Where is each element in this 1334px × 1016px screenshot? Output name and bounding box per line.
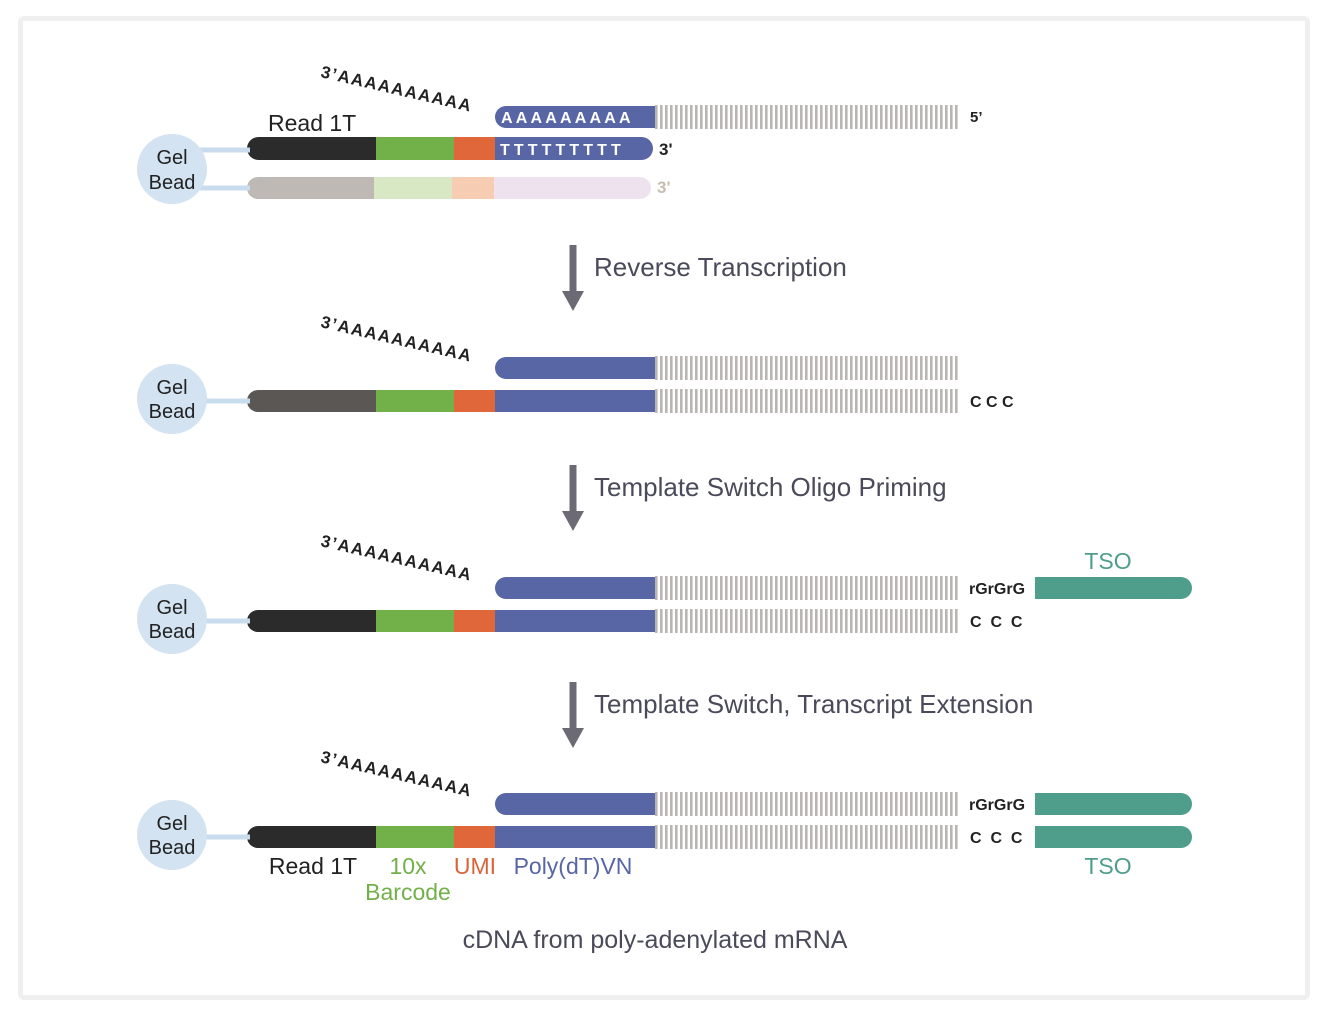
umi-segment	[454, 610, 496, 632]
polya-tail-text: 3’AAAAAAAAAA	[319, 62, 474, 115]
polya-tail-text: 3’AAAAAAAAAA	[319, 312, 474, 365]
gel-bead	[137, 584, 207, 654]
gel-bead	[137, 800, 207, 870]
mrna-body	[655, 576, 960, 600]
legend-tso: TSO	[1084, 853, 1131, 879]
step-2-reverse-transcription: 3’AAAAAAAAAA C C C Gel Bead	[137, 312, 1014, 434]
gel-bead-label-line1: Gel	[156, 597, 187, 619]
step-1-capture: 3’AAAAAAAAAA AAAAAAAAA 5’ Read 1T TTTTTT…	[137, 62, 983, 204]
polydt-segment	[495, 390, 655, 412]
mrna-body	[655, 792, 960, 816]
legend-barcode-line2: Barcode	[365, 879, 451, 905]
figure-caption: cDNA from poly-adenylated mRNA	[463, 926, 848, 954]
barcode-segment	[376, 826, 456, 848]
ccc-label: C C C	[970, 614, 1023, 631]
step-3-tso-priming: 3’AAAAAAAAAA rGrGrG TSO C C C Gel Bead	[137, 531, 1192, 654]
gel-bead-label-line2: Bead	[149, 172, 196, 194]
faded-three-prime-label: 3'	[657, 178, 671, 197]
polydt-segment	[495, 610, 655, 632]
gel-bead	[137, 364, 207, 434]
gel-bead-label-line2: Bead	[149, 837, 196, 859]
barcode-segment	[376, 390, 456, 412]
mrna-polya-segment	[495, 577, 655, 599]
arrow-label-reverse-transcription: Reverse Transcription	[594, 252, 847, 282]
gel-bead-label-line1: Gel	[156, 377, 187, 399]
rgrgrg-label: rGrGrG	[969, 581, 1025, 598]
mrna-body	[655, 105, 960, 129]
t-strip-text: TTTTTTTTT	[500, 142, 625, 159]
faded-polydt-segment	[494, 177, 651, 199]
gel-bead	[137, 134, 207, 204]
barcode-segment	[376, 137, 456, 160]
umi-segment	[454, 137, 496, 160]
read-1t-segment	[247, 610, 387, 632]
faded-barcode-segment	[374, 177, 454, 199]
legend-barcode-line1: 10x	[389, 853, 427, 879]
read-1t-segment	[247, 826, 387, 848]
gel-bead-label-line1: Gel	[156, 813, 187, 835]
arrow-label-tso-priming: Template Switch Oligo Priming	[594, 472, 947, 502]
umi-segment	[454, 390, 496, 412]
arrow-transcript-extension: Template Switch, Transcript Extension	[562, 682, 1033, 748]
polydt-segment	[495, 137, 653, 160]
arrow-label-transcript-extension: Template Switch, Transcript Extension	[594, 689, 1033, 719]
rgrgrg-label: rGrGrG	[969, 797, 1025, 814]
faded-umi-segment	[452, 177, 494, 199]
gel-bead-label-line1: Gel	[156, 147, 187, 169]
legend-polydt: Poly(dT)VN	[514, 853, 633, 879]
ccc-label: C C C	[970, 394, 1014, 411]
cdna-first-strand	[655, 389, 960, 413]
mrna-polya-segment	[495, 106, 655, 128]
umi-segment	[454, 826, 496, 848]
read-1t-segment	[247, 390, 387, 412]
barcode-segment	[376, 610, 456, 632]
tso-segment	[1035, 577, 1192, 599]
arrow-tso-priming: Template Switch Oligo Priming	[562, 465, 947, 531]
tso-segment	[1035, 793, 1192, 815]
ccc-label: C C C	[970, 830, 1023, 847]
mrna-body	[655, 356, 960, 380]
gel-bead-label-line2: Bead	[149, 401, 196, 423]
mrna-polya-segment	[495, 357, 655, 379]
legend-umi: UMI	[454, 853, 496, 879]
tso-label: TSO	[1084, 548, 1131, 574]
read-1t-segment	[247, 137, 387, 160]
polydt-segment	[495, 826, 655, 848]
faded-read-segment	[247, 177, 387, 199]
step-4-extension: 3’AAAAAAAAAA rGrGrG C C C Gel Bead Read …	[137, 747, 1192, 905]
a-strip-text: AAAAAAAAA	[501, 110, 634, 127]
cdna-first-strand	[655, 609, 960, 633]
cdna-first-strand	[655, 825, 960, 849]
gel-bead-label-line2: Bead	[149, 621, 196, 643]
legend-read-1t: Read 1T	[269, 853, 357, 879]
tso-complement-segment	[1035, 826, 1192, 848]
polya-tail-text: 3’AAAAAAAAAA	[319, 531, 474, 584]
five-prime-label: 5’	[970, 109, 983, 126]
arrow-reverse-transcription: Reverse Transcription	[562, 245, 847, 311]
three-prime-label: 3'	[659, 140, 673, 159]
mrna-polya-segment	[495, 793, 655, 815]
read-1t-label: Read 1T	[268, 110, 356, 136]
polya-tail-text: 3’AAAAAAAAAA	[319, 747, 474, 800]
